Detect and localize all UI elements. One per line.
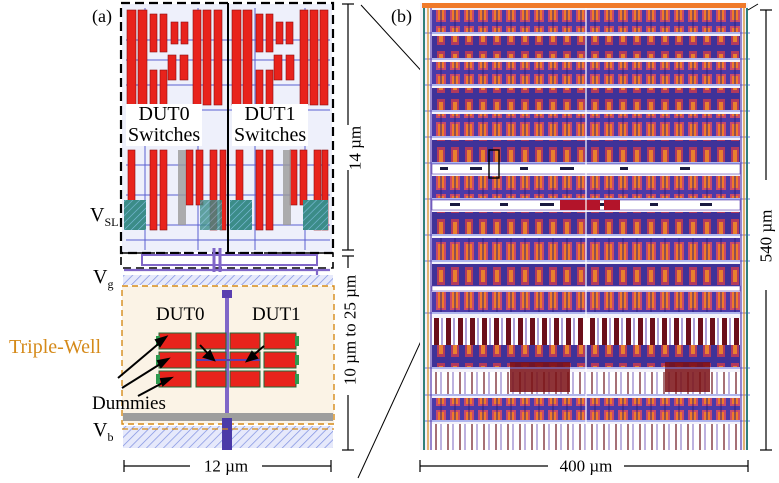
dut1-switches-line2: Switches: [234, 124, 307, 146]
dark-block: [665, 362, 710, 392]
annotation-arrows: [117, 335, 265, 397]
vb-main: V: [93, 419, 108, 441]
dark-block: [510, 362, 570, 392]
vsl-sub: SL: [104, 215, 119, 229]
vsl-main: V: [90, 204, 105, 226]
red-block: [604, 200, 620, 210]
vb-contact: [222, 418, 232, 450]
dim-540um: 540 µm: [756, 207, 776, 265]
leader-line: [747, 3, 759, 11]
dut1-switches-line1: DUT1: [244, 103, 296, 125]
vg-main: V: [93, 266, 108, 288]
dimension-lines-a: [123, 3, 354, 472]
dut0-switch-transistors: [126, 9, 227, 231]
dimension-lines-b: [419, 9, 772, 472]
panel-b-layout: [419, 3, 772, 472]
vb-label: Vb: [93, 420, 113, 443]
dut0-switches-line2: Switches: [128, 124, 201, 146]
panel-a-label: (a): [92, 6, 112, 26]
vg-sub: g: [107, 277, 114, 291]
top-rail: [422, 3, 746, 8]
dim-400um: 400 µm: [559, 456, 613, 476]
vertical-rails: [423, 8, 748, 450]
vg-strip: [123, 275, 333, 285]
vsl-label: VSL: [90, 205, 118, 228]
vb-sub: b: [107, 430, 114, 444]
bus-lines: [425, 32, 750, 422]
dim-14um: 14 µm: [345, 125, 365, 171]
dummies-label: Dummies: [92, 393, 166, 414]
dut0-label: DUT0: [156, 304, 205, 325]
gray-region: [178, 150, 186, 225]
teal-contact: [124, 200, 146, 230]
gray-region: [283, 150, 291, 225]
dim-12um: 12 µm: [203, 456, 249, 476]
connector-dashed-box: [120, 252, 334, 269]
triple-well-label: Triple-Well: [9, 336, 102, 358]
zoom-marker: [488, 149, 500, 179]
vb-gray-strip: [123, 413, 333, 421]
gate-contact: [222, 290, 232, 298]
dut1-switches-label: DUT1 Switches: [232, 103, 309, 146]
vg-label: Vg: [93, 267, 113, 290]
dut1-label: DUT1: [252, 304, 301, 325]
dut0-switches-label: DUT0 Switches: [126, 103, 203, 146]
teal-contact: [303, 200, 328, 230]
teal-contact: [200, 200, 222, 230]
teal-contact: [230, 200, 252, 230]
dut-devices: [158, 332, 297, 388]
dut1-switch-transistors: [231, 9, 329, 231]
panel-b-label: (b): [391, 6, 412, 26]
dim-10-25um: 10 µm to 25 µm: [340, 272, 360, 388]
red-block: [560, 200, 600, 210]
dut0-switches-line1: DUT0: [138, 103, 190, 125]
